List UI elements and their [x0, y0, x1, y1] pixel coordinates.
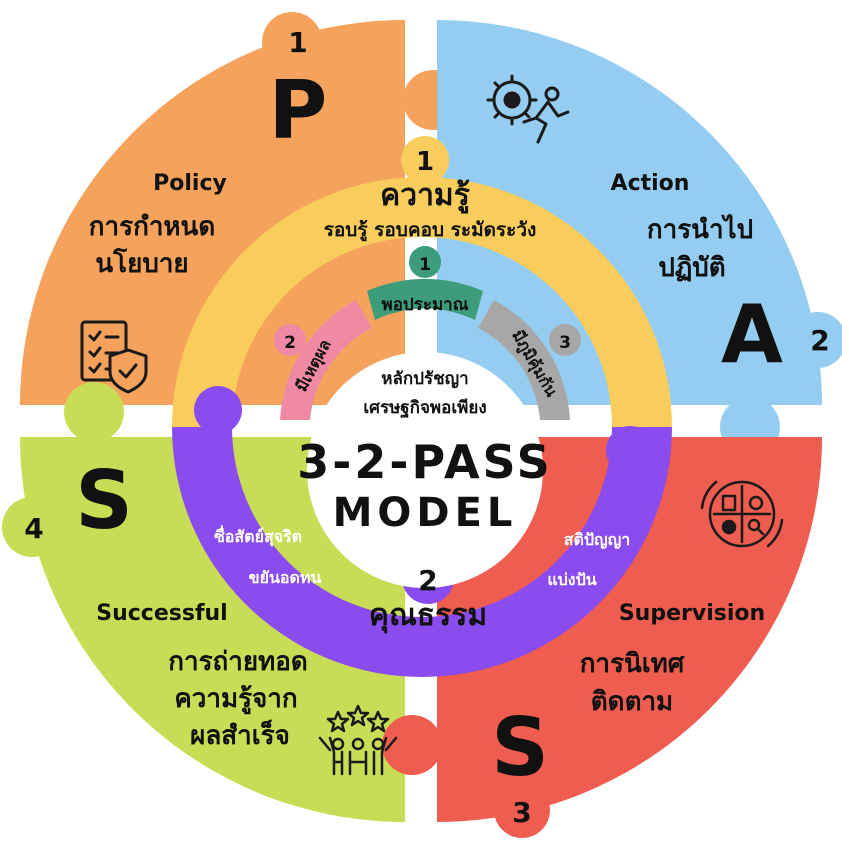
center-philosophy-line2: เศรษฐกิจพอเพียง: [363, 397, 486, 419]
virtue-left-line2: ขยันอดทน: [249, 568, 322, 587]
policy-desc-line1: การกำหนด: [89, 212, 215, 242]
successful-number: 4: [24, 512, 43, 545]
successful-tab: [2, 497, 62, 557]
supervision-knob: [382, 715, 442, 775]
policy-title: Policy: [153, 171, 227, 196]
principle-segments: [274, 246, 581, 420]
policy-tab: [262, 12, 322, 72]
knowledge-ring-shape: [172, 177, 672, 427]
policy-letter: P: [269, 64, 328, 157]
policy-desc-line2: นโยบาย: [95, 247, 188, 279]
segment-reasonableness: [280, 300, 372, 420]
successful-desc-line1: การถ่ายทอด: [168, 647, 308, 677]
reasonableness-number: 2: [284, 333, 296, 353]
quadrant-policy-shape: [20, 20, 405, 405]
immunity-number: 3: [559, 333, 571, 353]
action-desc-line2: ปฏิบัติ: [658, 253, 725, 283]
knowledge-tab: [401, 136, 449, 184]
immunity-tab: [549, 324, 581, 356]
process-cycle-icon: [700, 480, 784, 548]
team-stars-icon: [318, 704, 398, 776]
action-number: 2: [810, 324, 829, 357]
center-philosophy-line1: หลักปรัชญา: [381, 369, 468, 389]
supervision-desc-line1: การนิเทศ: [580, 649, 685, 679]
center-circle: [307, 352, 543, 588]
action-letter: A: [721, 288, 783, 381]
knowledge-ring: [172, 136, 672, 427]
supervision-title: Supervision: [619, 601, 765, 626]
successful-desc-line3: ผลสำเร็จ: [190, 719, 290, 751]
reasonableness-tab: [274, 324, 306, 356]
virtue-right-line2: แบ่งปัน: [547, 570, 596, 589]
action-title: Action: [611, 171, 690, 196]
virtue-knob-right: [606, 426, 654, 474]
model-title-line2: MODEL: [333, 490, 518, 536]
successful-letter: S: [75, 454, 133, 547]
moderation-tab: [409, 246, 441, 278]
virtue-title: คุณธรรม: [369, 598, 487, 634]
quadrant-successful: [2, 382, 405, 822]
policy-number: 1: [288, 26, 307, 59]
moderation-number: 1: [419, 255, 431, 275]
model-title-line1: 3-2-PASS: [297, 435, 552, 489]
supervision-tab: [494, 782, 550, 838]
successful-knob: [64, 382, 124, 442]
virtue-ring-shape: [172, 427, 672, 677]
moderation-label: พอประมาณ: [382, 295, 469, 315]
virtue-left-line1: ซื่อสัตย์สุจริต: [214, 525, 302, 547]
supervision-desc-line2: ติดตาม: [591, 687, 673, 717]
supervision-letter: S: [491, 701, 549, 794]
knowledge-subtitle: รอบรู้ รอบคอบ ระมัดระวัง: [324, 219, 537, 242]
checklist-shield-icon: [80, 320, 148, 394]
successful-title: Successful: [96, 601, 227, 626]
segment-immunity: [478, 300, 570, 420]
knowledge-number: 1: [416, 147, 434, 177]
virtue-right-line1: สติปัญญา: [564, 530, 631, 550]
gear-runner-icon: [486, 74, 570, 144]
knowledge-title: ความรู้: [380, 178, 470, 214]
action-desc-line1: การนำไป: [647, 213, 753, 245]
virtue-number: 2: [418, 564, 437, 597]
successful-desc-line2: ความรู้จาก: [174, 684, 297, 715]
quadrant-successful-shape: [20, 437, 405, 822]
supervision-number: 3: [512, 796, 531, 829]
action-tab: [790, 312, 842, 368]
virtue-knob-left: [194, 386, 242, 434]
segment-moderation: [367, 278, 483, 320]
quadrant-action-shape: [437, 20, 822, 405]
